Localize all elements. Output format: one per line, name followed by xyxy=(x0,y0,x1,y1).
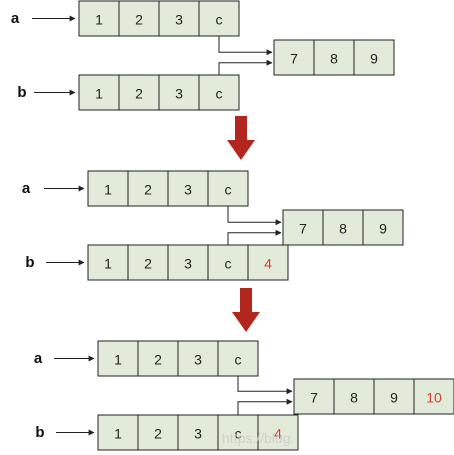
shared-sublist-row-cell xyxy=(322,209,364,246)
list-a-row-cell xyxy=(158,0,200,37)
list-a-row-value: 3 xyxy=(175,12,183,28)
list-b-row: 1 2 3 c 4 xyxy=(87,244,289,281)
shared-sublist-row-value: 7 xyxy=(299,221,307,237)
var-label-a: a xyxy=(11,10,20,27)
list-a-row-value: 2 xyxy=(154,352,162,368)
list-a-row: 1 2 3 c xyxy=(87,170,249,207)
list-b-row-value: 3 xyxy=(194,426,202,442)
list-a-row-value: 3 xyxy=(194,352,202,368)
list-a-row-value: c xyxy=(225,182,232,198)
list-a-row-cell xyxy=(118,0,160,37)
shared-sublist-row-cell xyxy=(362,209,404,246)
shared-sublist-row: 7 8 9 xyxy=(273,39,395,76)
shared-sublist-row-cell xyxy=(373,378,415,415)
var-label-a: a xyxy=(22,180,31,197)
var-label-b: b xyxy=(17,84,26,101)
list-a-row-cell xyxy=(127,170,169,207)
list-b-row-cell xyxy=(97,414,139,451)
shared-sublist-row: 7 8 9 10 xyxy=(293,378,454,415)
shared-sublist-row-value: 9 xyxy=(390,390,398,406)
list-a-row-cell xyxy=(97,340,139,377)
list-a-row-value: 1 xyxy=(114,352,122,368)
state-panel-1: a b 1 2 3 c 1 2 3 c 7 8 9 xyxy=(11,0,395,111)
var-label-a: a xyxy=(34,350,43,367)
list-a-row-value: c xyxy=(235,352,242,368)
state-panel-2: a b 1 2 3 c 1 2 3 c 4 7 8 9 xyxy=(22,170,404,281)
list-b-row-value: 1 xyxy=(95,86,103,102)
shared-sublist-row-value: 8 xyxy=(330,51,338,67)
shared-sublist-row-cell xyxy=(273,39,315,76)
shared-sublist-row-value: 9 xyxy=(379,221,387,237)
list-a-row-value: 1 xyxy=(104,182,112,198)
list-a-row-cell xyxy=(207,170,249,207)
var-label-b: b xyxy=(25,254,34,271)
list-b-row-cell xyxy=(257,414,299,451)
list-b-row-value: 1 xyxy=(114,426,122,442)
shared-sublist-row-cell xyxy=(353,39,395,76)
shared-sublist-row-cell xyxy=(413,378,454,415)
shared-sublist-row-value: 10 xyxy=(426,390,442,406)
shared-sublist-row-value: 8 xyxy=(339,221,347,237)
list-b-row-value: 4 xyxy=(274,426,282,442)
list-b-row-cell xyxy=(207,244,249,281)
watermark-text: https://blog. xyxy=(222,430,294,446)
list-a-row-cell xyxy=(137,340,179,377)
list-a-row-value: 1 xyxy=(95,12,103,28)
shared-sublist-row-cell xyxy=(293,378,335,415)
list-b-row: 1 2 3 c xyxy=(78,74,240,111)
list-b-row-value: 2 xyxy=(154,426,162,442)
pointer-arrow-from-a xyxy=(227,206,282,226)
list-b-row-cell xyxy=(167,244,209,281)
pointer-arrow-from-b xyxy=(227,229,282,245)
list-b-row-value: 3 xyxy=(175,86,183,102)
pointer-arrow-from-b xyxy=(237,398,293,415)
shared-sublist-row-cell xyxy=(282,209,324,246)
list-b-row-value: c xyxy=(235,426,242,442)
pointer-arrow-from-a xyxy=(237,376,293,395)
list-a-row-cell xyxy=(198,0,240,37)
list-b-row-value: 3 xyxy=(184,256,192,272)
list-a-row-value: 3 xyxy=(184,182,192,198)
pointer-arrow-from-a xyxy=(218,36,273,56)
list-b-row-cell xyxy=(137,414,179,451)
list-a-row-value: 2 xyxy=(144,182,152,198)
list-b-row-value: 1 xyxy=(104,256,112,272)
list-a-row-cell xyxy=(87,170,129,207)
list-b-row: 1 2 3 c 4 xyxy=(97,414,299,451)
shared-sublist-row-value: 7 xyxy=(290,51,298,67)
shared-sublist-row-value: 7 xyxy=(310,390,318,406)
transition-arrow-2 xyxy=(232,288,260,332)
list-b-row-cell xyxy=(158,74,200,111)
list-a-row: 1 2 3 c xyxy=(97,340,259,377)
list-a-row-value: c xyxy=(216,12,223,28)
list-b-row-value: c xyxy=(216,86,223,102)
list-a-row: 1 2 3 c xyxy=(78,0,240,37)
list-b-row-value: 2 xyxy=(144,256,152,272)
shared-sublist-row: 7 8 9 xyxy=(282,209,404,246)
shared-sublist-row-cell xyxy=(313,39,355,76)
shared-sublist-row-value: 9 xyxy=(370,51,378,67)
list-b-row-cell xyxy=(198,74,240,111)
list-b-row-value: c xyxy=(225,256,232,272)
list-b-row-cell xyxy=(118,74,160,111)
pointer-arrow-from-b xyxy=(218,59,273,75)
list-a-row-cell xyxy=(217,340,259,377)
transition-arrow-1 xyxy=(227,116,255,160)
list-a-row-cell xyxy=(167,170,209,207)
var-label-b: b xyxy=(35,424,44,441)
list-a-row-value: 2 xyxy=(135,12,143,28)
list-b-row-value: 4 xyxy=(264,256,272,272)
state-panel-3: a b 1 2 3 c 1 2 3 c 4 7 8 9 10 xyxy=(34,340,454,451)
list-b-row-value: 2 xyxy=(135,86,143,102)
shared-sublist-row-value: 8 xyxy=(350,390,358,406)
list-b-row-cell xyxy=(247,244,289,281)
